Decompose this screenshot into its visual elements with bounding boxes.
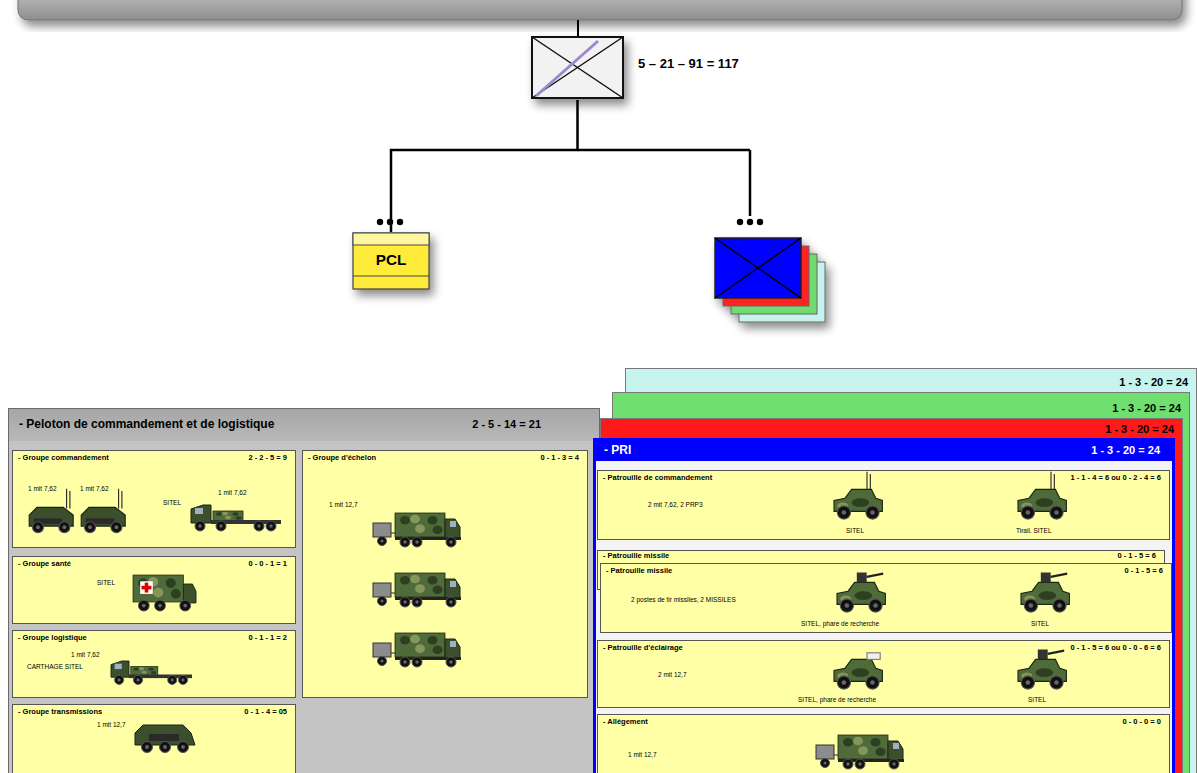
group-box: - Groupe commandement 2 - 2 - 5 = 9 1 mit … [12, 450, 296, 548]
strength-count: 0 - 1 - 3 = 4 [540, 454, 579, 463]
equipment-note: SITEL [1031, 620, 1049, 627]
equipment-note: SITEL [846, 527, 864, 534]
group-title: 5 – 21 – 91 = 117 [638, 57, 739, 72]
truck-vehicle [373, 573, 461, 607]
strength-count: 0 - 1 - 5 = 6 ou 0 - 0 - 6 = 6 [1071, 644, 1161, 653]
group-box: - Patrouille missile 0 - 1 - 5 = 6 2 poste… [600, 563, 1172, 633]
p4a-vehicle [1018, 472, 1066, 519]
unit-symbol [530, 35, 625, 100]
group-box: - Groupe d'échelon 0 - 1 - 3 = 4 1 mit 12,… [302, 450, 588, 698]
group-title: - Patrouille missile [606, 567, 672, 576]
pcl-symbol-box: PCL [352, 232, 430, 290]
group-box: - Patrouille d'éclairage 0 - 1 - 5 = 6 ou… [597, 640, 1170, 708]
strength-count: 0 - 1 - 5 = 6 [1117, 552, 1156, 561]
vab-vehicle [135, 725, 195, 753]
equipment-note: 1 mit 7,62 [71, 651, 100, 658]
p4a-vehicle [834, 472, 882, 519]
strength-count: 0 - 1 - 4 = 05 [244, 708, 287, 717]
equipment-note: 2 postes de tir missiles, 2 MISSILES [631, 596, 736, 603]
group-box: - Groupe logistique 0 - 1 - 1 = 2 1 mit 7,… [12, 630, 296, 698]
strength-count: 1 - 1 - 4 = 6 ou 0 - 2 - 4 = 6 [1071, 474, 1161, 483]
vehicle-illustration [303, 451, 589, 699]
group-title: - Groupe santé [18, 560, 71, 569]
group-box: - Allègement 0 - 0 - 0 = 0 1 mit 12,7 [597, 714, 1170, 773]
tractor-vehicle [191, 505, 281, 531]
equipment-note: 1 mit 12,7 [97, 721, 126, 728]
equipment-note: SITEL, phare de recherche [801, 620, 879, 627]
unit-symbol-stack [715, 238, 825, 322]
strength-count: 2 - 5 - 14 = 21 [472, 418, 541, 431]
tractor-vehicle [111, 661, 192, 684]
top-banner [18, 0, 1182, 20]
group-title: - PRI [604, 444, 631, 458]
group-title: - Patrouille de commandement [603, 474, 712, 483]
p4g-vehicle [837, 573, 885, 613]
strength-count: 2 - 2 - 5 = 9 [248, 454, 287, 463]
unit-symbol-box: 5 – 21 – 91 = 117 [530, 35, 625, 100]
equipment-note: 1 mit 7,62 [28, 485, 57, 492]
equipment-note: 2 mit 12,7 [658, 671, 687, 678]
group-title: - Groupe commandement [18, 454, 109, 463]
equipment-note: 1 mit 7,62 [218, 489, 247, 496]
group-title: 1 - 3 - 20 = 24 [1112, 402, 1181, 415]
equipment-note: 2 mit 7,62, 2 PRP3 [648, 501, 703, 508]
group-title: - Allègement [603, 718, 648, 727]
strength-count: 0 - 1 - 1 = 2 [248, 634, 287, 643]
strength-count: 0 - 0 - 0 = 0 [1122, 718, 1161, 727]
platoon-panel: - PRI 1 - 3 - 20 = 24 - Patrouille de comm… [593, 438, 1175, 773]
equipment-note: Tirail. SITEL [1016, 527, 1052, 534]
vbl-vehicle [29, 489, 73, 533]
truck-vehicle [373, 513, 461, 547]
equipment-note: SITEL [163, 499, 181, 506]
strength-count: 0 - 1 - 5 = 6 [1124, 567, 1163, 576]
ellipsis-dots [737, 219, 763, 225]
branch-line [578, 149, 750, 152]
group-title: PCL [352, 251, 430, 269]
group-box: - Groupe transmissions 0 - 1 - 4 = 05 1 mi… [12, 704, 296, 773]
group-title: - Groupe d'échelon [308, 454, 376, 463]
group-title: - Peloton de commandement et de logistiq… [19, 418, 274, 432]
group-title: - Groupe logistique [18, 634, 87, 643]
group-title: 1 - 3 - 20 = 24 [1119, 376, 1188, 389]
p4g-vehicle [1018, 650, 1066, 690]
equipment-note: CARTHAGE SITEL [27, 663, 83, 670]
group-box: - Groupe santé 0 - 0 - 1 = 1 SITEL [12, 556, 296, 624]
banner-link [577, 20, 579, 36]
truck-vehicle [816, 735, 904, 769]
vbl-vehicle [81, 489, 125, 533]
equipment-note: SITEL [1028, 696, 1046, 703]
p4g-vehicle [1021, 573, 1069, 613]
vehicle-illustration [13, 451, 297, 549]
amb-vehicle [133, 575, 196, 611]
equipment-note: 1 mit 12,7 [329, 501, 358, 508]
group-title: - Patrouille missile [603, 552, 669, 561]
equipment-note: SITEL, phare de recherche [798, 696, 876, 703]
strength-count: 0 - 0 - 1 = 1 [248, 560, 287, 569]
group-title: - Groupe transmissions [18, 708, 102, 717]
platoon-panel: - Peloton de commandement et de logistiq… [8, 408, 600, 773]
strength-count: 1 - 3 - 20 = 24 [1091, 444, 1160, 457]
branch-line [749, 150, 752, 216]
group-title: 1 - 3 - 20 = 24 [1105, 423, 1174, 436]
truck-vehicle [373, 633, 461, 667]
vehicle-illustration [598, 715, 1171, 773]
group-box: - Patrouille de commandement 1 - 1 - 4 = … [597, 470, 1170, 540]
equipment-note: 1 mit 7,62 [80, 485, 109, 492]
p4-vehicle [834, 653, 882, 689]
equipment-note: 1 mit 12,7 [628, 751, 657, 758]
equipment-note: SITEL [97, 579, 115, 586]
tree-connector [391, 100, 578, 232]
group-title: - Patrouille d'éclairage [603, 644, 683, 653]
